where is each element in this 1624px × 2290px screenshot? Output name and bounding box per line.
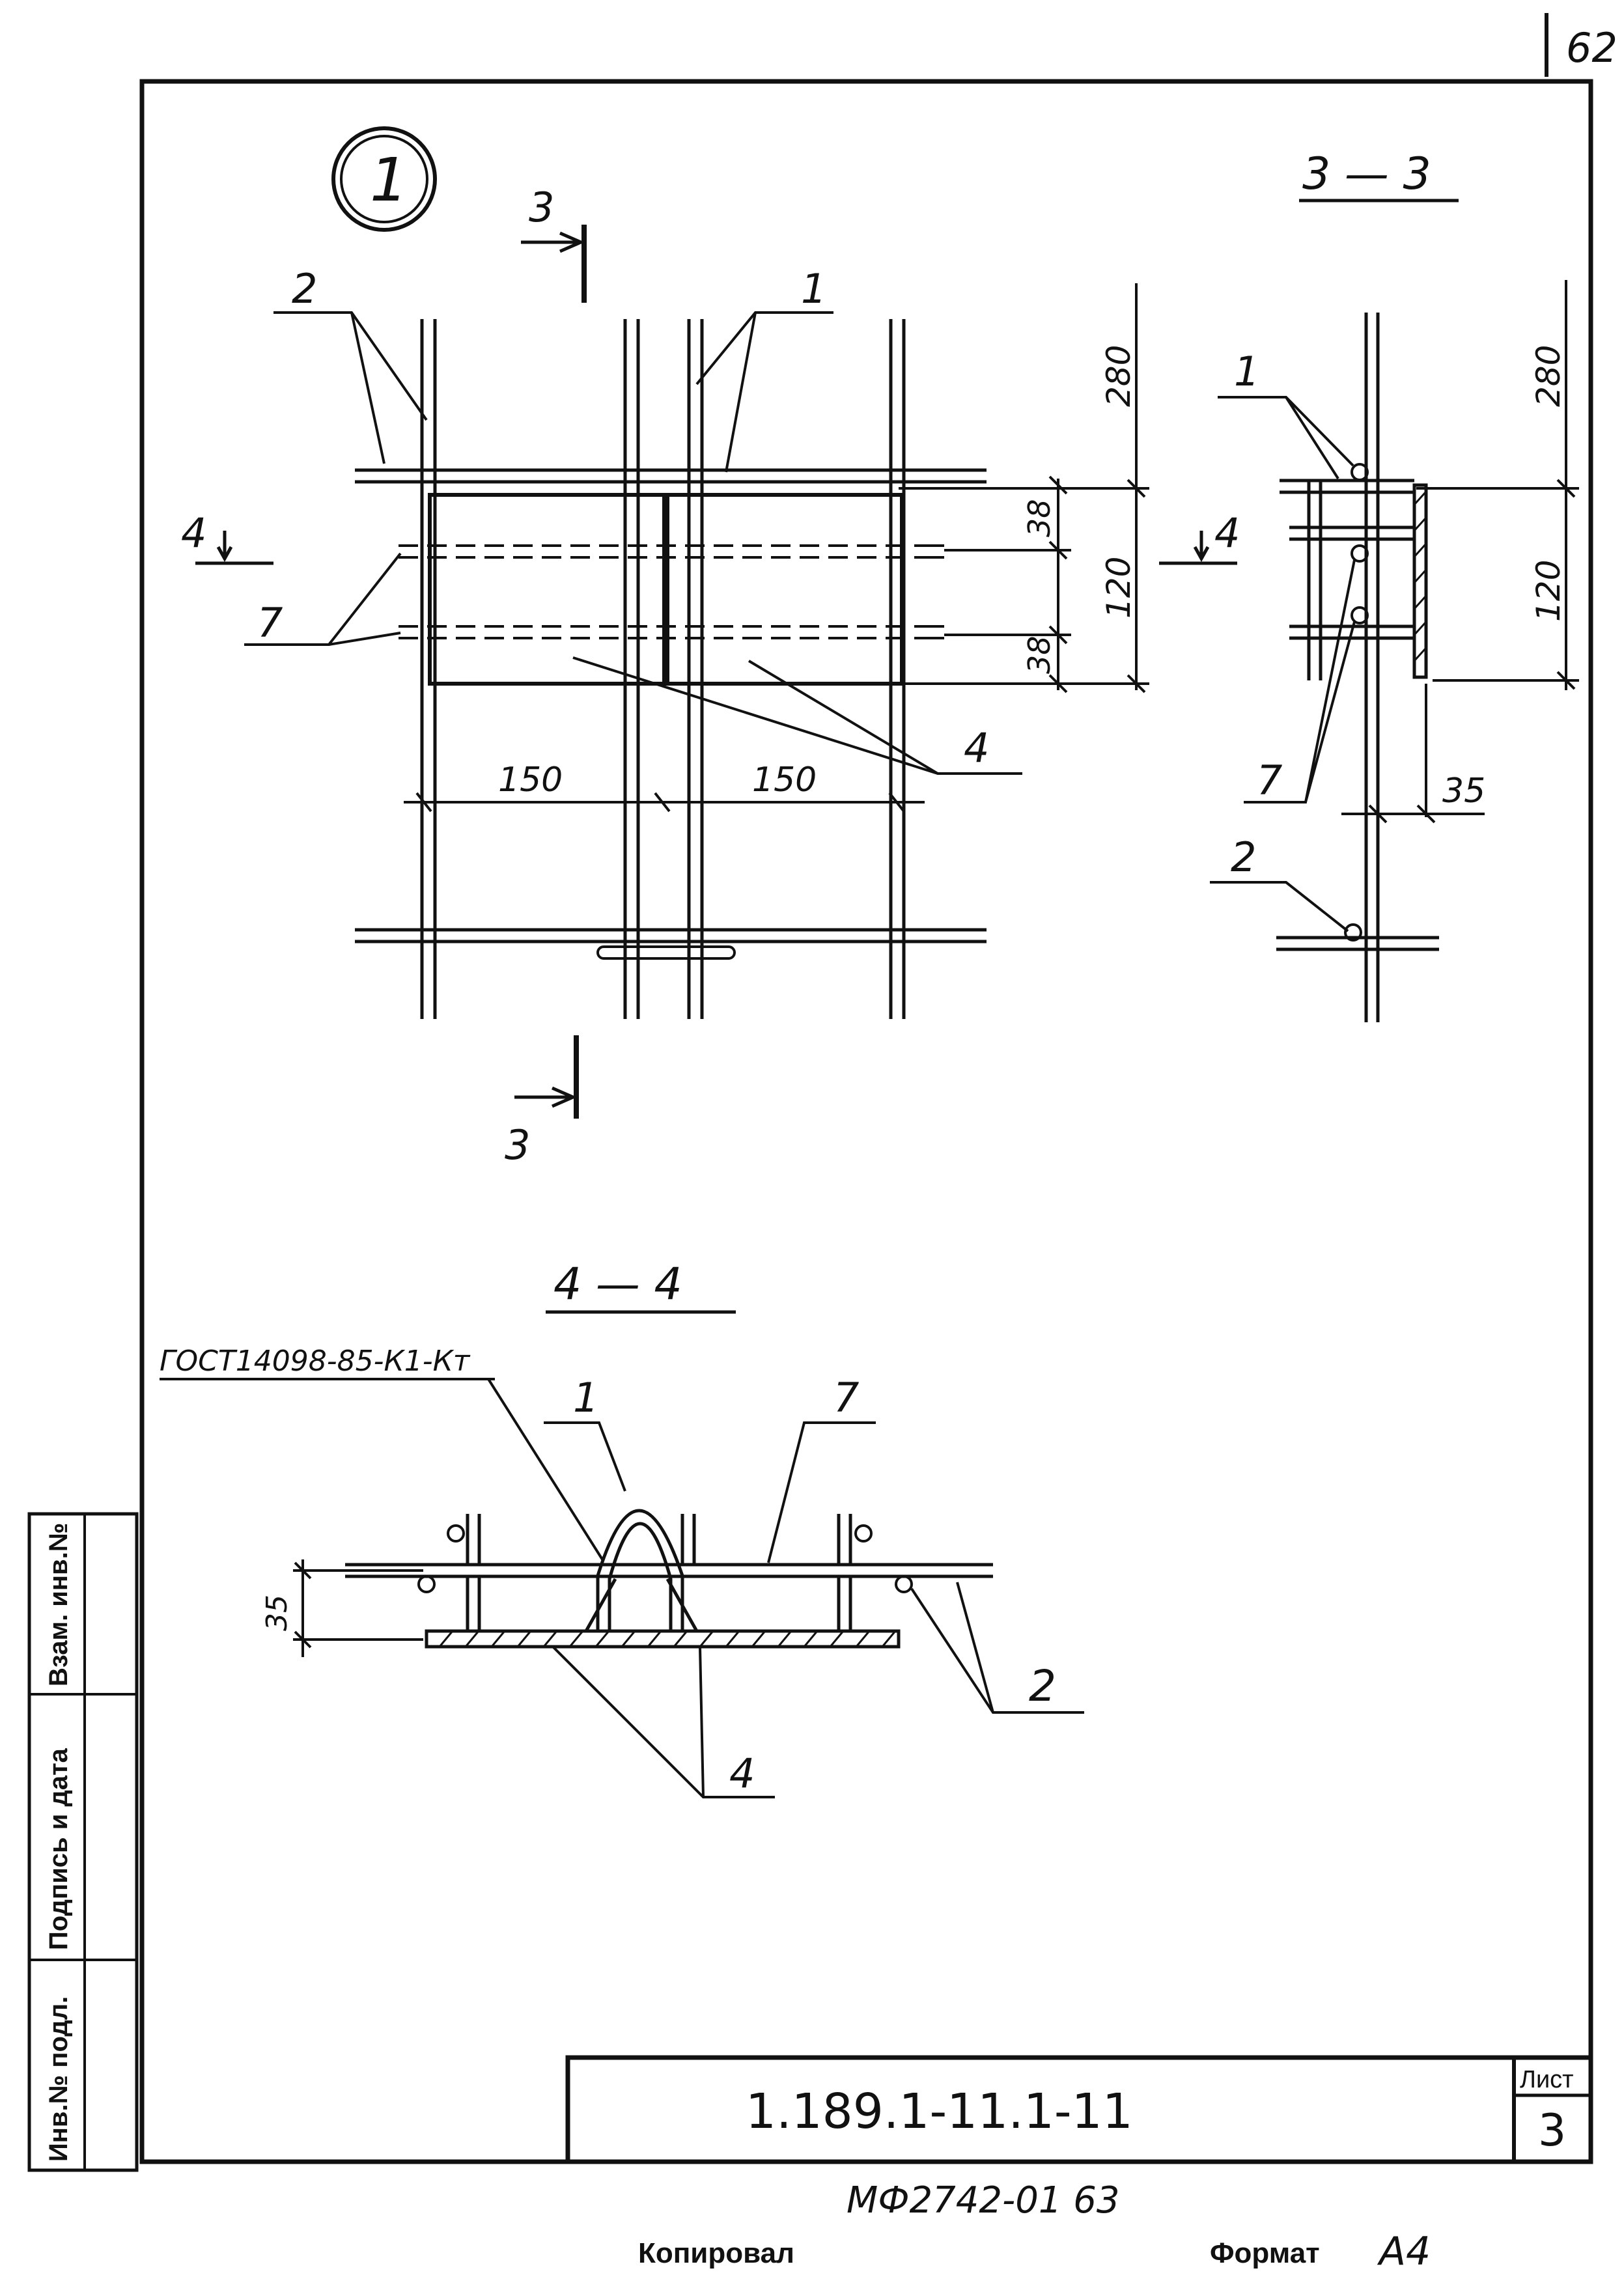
section-4-4-label-1: 1: [573, 1374, 598, 1421]
section-4-4-leader-4: [552, 1646, 775, 1798]
section-3-3-label-1: 1: [1234, 348, 1259, 395]
cut-4-left-label: 4: [181, 509, 206, 557]
horizontal-bars: [355, 468, 987, 943]
section-4-4-diagonals: [584, 1578, 699, 1632]
stamp-vzam-inv: Взам. инв.№: [44, 1523, 73, 1686]
anchor-bar-ends: [399, 544, 944, 639]
section-3-3-leader-7: [1244, 559, 1356, 803]
section-4-4-label-4: 4: [729, 1750, 755, 1797]
section-4-4: 4 — 4 ГОСТ14098-85-К1-Кт 1 7 2 4 35: [160, 1259, 1084, 1798]
drawing-frame: [139, 79, 1593, 2164]
dim-120-plan: 120: [1100, 557, 1138, 619]
section-3-3-dim-280: 280: [1530, 345, 1567, 407]
label-7-plan: 7: [257, 599, 283, 647]
detail-mark-inner-circle: [340, 135, 428, 223]
section-3-3-bar2-circle: [1344, 923, 1362, 942]
stamp-sign-date: Подпись и дата: [44, 1748, 73, 1950]
section-4-4-stubs: [466, 1514, 852, 1631]
section-4-4-leader-2: [910, 1582, 1084, 1714]
section-4-4-bar2-c: [854, 1524, 873, 1543]
section-4-4-title: 4 — 4: [553, 1259, 682, 1310]
section-3-3-bar1-mid: [1351, 544, 1369, 563]
cut-3-bottom-label: 3: [505, 1121, 530, 1169]
dim-150-right: 150: [752, 761, 817, 800]
section-3-3-anchors: [1280, 479, 1414, 680]
side-stamp: Инв.№ подл. Подпись и дата Взам. инв.№: [27, 1512, 139, 2172]
plate-left: [428, 493, 666, 686]
leader-7-plan: [244, 552, 402, 646]
cut-4-right-label: 4: [1214, 509, 1240, 557]
gost-note: ГОСТ14098-85-К1-Кт: [160, 1345, 471, 1378]
stamp-inv-orig: Инв.№ подл.: [44, 1996, 73, 2162]
dims-horizontal-plan: [404, 792, 925, 813]
label-1-plan: 1: [801, 265, 826, 313]
section-3-3: 3 — 3 1 7 2 280 120 35: [1210, 148, 1579, 1022]
section-3-3-plate-hatch: [1413, 490, 1427, 662]
section-4-4-bar2-d: [895, 1575, 913, 1593]
cut-3-top-arrow: [521, 231, 585, 253]
dim-280-plan: 280: [1100, 345, 1138, 407]
section-3-3-bar1-low: [1351, 606, 1369, 624]
section-3-3-leader-1: [1218, 396, 1354, 480]
section-4-4-bar2-b: [417, 1575, 436, 1593]
cut-3-bottom-arrow: [514, 1086, 578, 1108]
sheet-number: 3: [1538, 2105, 1566, 2157]
anchor-bars-hidden: [399, 544, 944, 639]
label-4-plan: 4: [964, 724, 989, 772]
section-3-3-plate: [1412, 483, 1428, 679]
label-2-plan: 2: [292, 265, 317, 313]
cut-4-left: [195, 531, 273, 565]
section-3-3-vertical-bar: [1364, 313, 1380, 1022]
section-3-3-dims: [1341, 280, 1579, 824]
section-3-3-label-7: 7: [1257, 757, 1282, 804]
section-3-3-leader-2: [1210, 881, 1349, 932]
section-4-4-plate: [425, 1629, 901, 1649]
format-value: А4: [1377, 2229, 1431, 2274]
dims-vertical-plan: [899, 283, 1149, 693]
section-3-3-title: 3 — 3: [1302, 148, 1431, 200]
leader-1-plan: [695, 311, 833, 473]
section-4-4-plate-hatch: [438, 1630, 897, 1647]
detail-mark-circle: [331, 126, 437, 232]
cut-4-right: [1159, 531, 1237, 565]
sheet-label: Лист: [1520, 2066, 1574, 2093]
detail-1-plan: 1 3 2 1 7 4 4 4: [181, 126, 1240, 1169]
section-3-3-dim-35: 35: [1442, 772, 1485, 811]
dim-38-top-plan: 38: [1022, 499, 1057, 537]
format-label: Формат: [1210, 2237, 1320, 2269]
bottom-short-bar: [596, 945, 736, 960]
section-4-4-leader-1: [544, 1421, 626, 1492]
dim-150-left: 150: [498, 761, 563, 800]
footer: МФ2742-01 63 Копировал Формат А4: [638, 2179, 1431, 2274]
section-4-4-label-2: 2: [1029, 1661, 1056, 1711]
section-4-4-loop-bar: [596, 1509, 684, 1631]
detail-mark: 1: [370, 145, 408, 215]
sheet-top-number: 62: [1566, 24, 1617, 72]
section-4-4-leader-7: [767, 1421, 876, 1563]
section-3-3-label-2: 2: [1231, 833, 1256, 881]
title-block: 1.189.1-11.1-11 Лист 3: [565, 2055, 1593, 2164]
copied-label: Копировал: [638, 2237, 794, 2269]
vertical-bars: [420, 319, 906, 1019]
section-4-4-label-7: 7: [833, 1374, 859, 1421]
side-stamp-frame: [27, 1512, 139, 2172]
section-3-3-bar1-top: [1351, 463, 1369, 481]
section-3-3-dim-120: 120: [1530, 560, 1567, 622]
section-4-4-bar2-a: [447, 1524, 465, 1543]
copy-number: МФ2742-01 63: [847, 2179, 1120, 2222]
designation: 1.189.1-11.1-11: [746, 2084, 1133, 2140]
title-block-frame: [565, 2055, 1593, 2164]
leader-4-plan: [572, 656, 1022, 775]
section-4-4-gost-leader: [487, 1378, 604, 1561]
leader-2-plan: [273, 311, 428, 464]
dim-38-bottom-plan: 38: [1022, 635, 1057, 674]
section-4-4-dim-35-text: 35: [260, 1595, 294, 1631]
cut-3-top-label: 3: [529, 184, 554, 231]
section-4-4-dim-35: [293, 1559, 423, 1657]
